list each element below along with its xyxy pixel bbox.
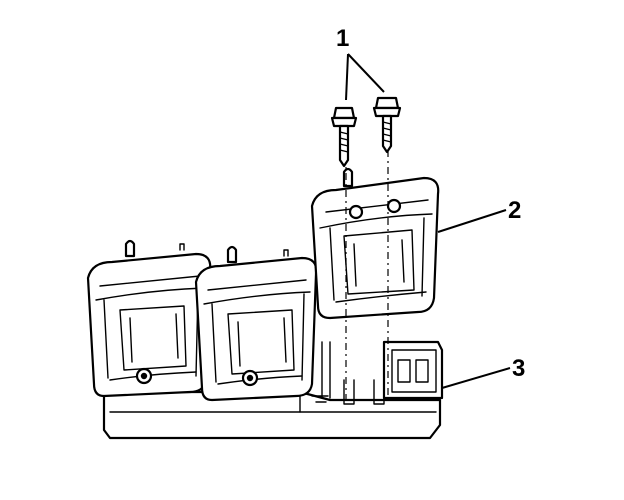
coil-mounting-bracket (102, 340, 444, 440)
callout-2-label: 2 (508, 197, 521, 224)
ignition-coil-middle (194, 245, 318, 402)
callout-1-label: 1 (336, 25, 349, 52)
callout-3: 3 (441, 355, 525, 389)
ignition-coil-left (86, 239, 212, 398)
callout-1: 1 (336, 25, 385, 101)
callout-2: 2 (437, 197, 521, 233)
callout-3-label: 3 (512, 355, 525, 382)
mounting-bolt-left (330, 106, 358, 168)
alignment-lines (345, 150, 389, 404)
mounting-bolt-right (372, 96, 402, 154)
ignition-coil-right-exploded (310, 167, 440, 320)
